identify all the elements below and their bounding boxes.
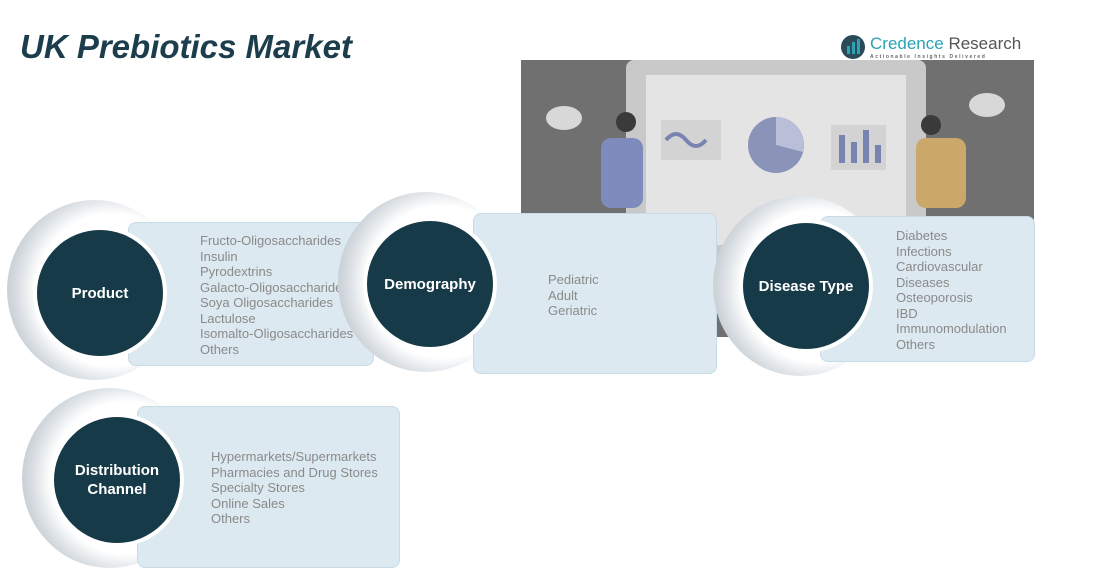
list-item: Isomalto-Oligosaccharides: [200, 326, 354, 341]
list-item: Others: [211, 511, 251, 526]
distribution-channel-label: Distribution Channel: [74, 462, 160, 498]
distribution-channel-list: Hypermarkets/Supermarkets Pharmacies and…: [211, 449, 378, 527]
list-item: Online Sales: [211, 495, 285, 511]
list-item: Osteoporosis: [896, 290, 973, 305]
list-item: Hypermarkets/Supermarkets: [211, 449, 377, 464]
logo-icon: [841, 35, 865, 59]
list-item: Diseases: [896, 274, 950, 290]
list-item: Diabetes: [896, 228, 948, 243]
demography-list: Pediatric Adult Geriatric: [548, 272, 599, 319]
list-item: Geriatric: [548, 303, 598, 318]
list-item: Fructo-Oligosaccharides: [200, 233, 341, 248]
list-item: Adult: [548, 287, 578, 303]
disease-type-circle: Disease Type: [739, 219, 873, 353]
product-box: [128, 222, 374, 366]
list-item: Galacto-Oligosaccharide: [200, 279, 343, 295]
list-item: Pyrodextrins: [200, 264, 273, 279]
list-item: Pharmacies and Drug Stores: [211, 464, 378, 480]
list-item: Immunomodulation: [896, 321, 1007, 336]
list-item: Specialty Stores: [211, 480, 305, 495]
list-item: Cardiovascular: [896, 259, 983, 274]
product-list: Fructo-Oligosaccharides Insulin Pyrodext…: [200, 233, 353, 357]
logo-name-b: Research: [948, 34, 1022, 53]
list-item: Soya Oligosaccharides: [200, 295, 333, 310]
list-item: Lactulose: [200, 310, 256, 326]
disease-type-list: Diabetes Infections Cardiovascular Disea…: [896, 228, 1007, 352]
logo-tagline: Actionable Insights Delivered: [870, 54, 987, 60]
list-item: IBD: [896, 305, 918, 321]
list-item: Others: [200, 341, 240, 357]
credence-research-logo: Credence Research Actionable Insights De…: [840, 34, 1021, 60]
list-item: Infections: [896, 243, 952, 259]
list-item: Others: [896, 336, 936, 352]
presentation-illustration: [521, 60, 1034, 337]
list-item: Insulin: [200, 248, 238, 264]
logo-name-a: Credence: [870, 34, 944, 53]
page-title: UK Prebiotics Market: [20, 28, 352, 65]
product-circle: Product: [33, 226, 167, 360]
demography-circle: Demography: [363, 217, 497, 351]
distribution-channel-circle: Distribution Channel: [50, 413, 184, 547]
list-item: Pediatric: [548, 272, 599, 287]
